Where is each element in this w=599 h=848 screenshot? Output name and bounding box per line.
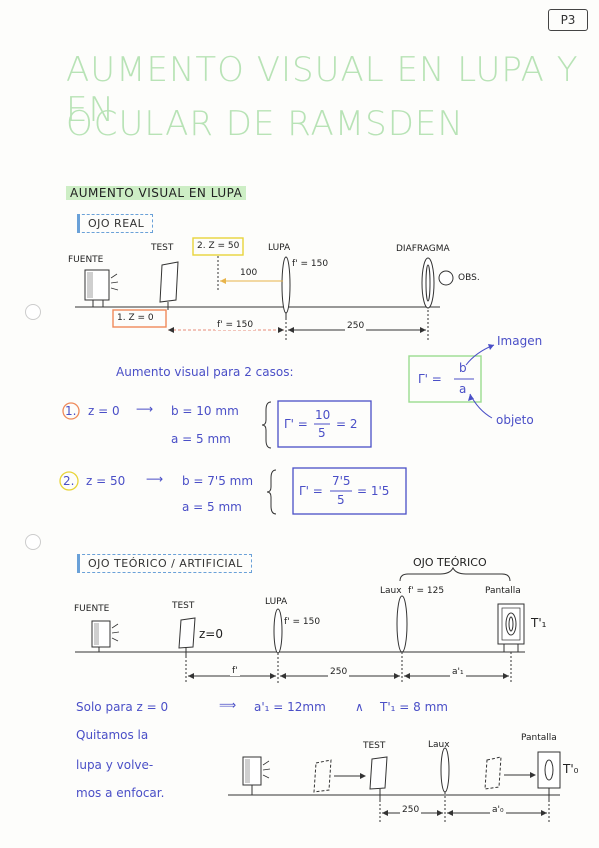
label-f-lupa-2: f' = 150 <box>284 617 321 627</box>
label-pantalla: Pantalla <box>485 586 521 596</box>
label-lupa-2: LUPA <box>265 597 288 607</box>
case2-arrow: ⟶ <box>146 472 164 486</box>
label-imagen: Imagen <box>497 334 543 348</box>
case2-frac-den: 5 <box>337 493 345 507</box>
case1-marker <box>62 402 80 420</box>
page-number-tag: P3 <box>548 9 588 31</box>
dim-250-label-2: 250 <box>328 667 350 677</box>
formula-num: b <box>459 361 467 375</box>
z2-box-frame <box>192 237 244 256</box>
label-diafragma: DIAFRAGMA <box>396 244 450 254</box>
label-f-laux: f' = 125 <box>408 586 445 596</box>
binder-hole <box>25 304 41 320</box>
label-t1: T'₁ <box>531 616 547 630</box>
section-heading: AUMENTO VISUAL EN LUPA <box>66 186 247 200</box>
case1-number: 1. <box>65 404 77 418</box>
case2-frac-num: 7'5 <box>332 474 351 488</box>
label-obs: OBS. <box>458 273 480 283</box>
dim-f-label-2: f' <box>230 666 240 676</box>
aumento-intro: Aumento visual para 2 casos: <box>116 365 294 379</box>
subheading-ojo-real: OJO REAL <box>77 214 154 233</box>
page-title-line1: AUMENTO VISUAL EN LUPA Y EN <box>66 50 579 130</box>
case2-lhs: Γ' = <box>299 484 323 498</box>
label-laux: Laux <box>380 586 402 596</box>
dim-a1-label: a'₁ <box>450 667 466 677</box>
case1-lhs: Γ' = <box>284 417 308 431</box>
quitamos-line2: lupa y volve- <box>76 758 154 772</box>
formula-lhs: Γ' = <box>418 372 442 386</box>
case1-a: a = 5 mm <box>171 432 231 446</box>
dim-f-label: f' = 150 <box>215 320 256 330</box>
label-t0: T'₀ <box>563 762 579 776</box>
formula-frame <box>408 355 482 403</box>
z1-box-label: 1. Z = 0 <box>117 313 154 323</box>
quitamos-line1: Quitamos la <box>76 728 149 742</box>
case1-frac-den: 5 <box>318 426 326 440</box>
case2-marker <box>59 471 79 491</box>
case2-result-frame <box>292 467 407 515</box>
dim-a0-label: a'₀ <box>490 805 506 815</box>
label-test-3: TEST <box>363 741 386 751</box>
subheading-ojo-teorico: OJO TEÓRICO / ARTIFICIAL <box>77 554 252 573</box>
formula-den: a <box>459 382 467 396</box>
label-test: TEST <box>151 243 174 253</box>
case1-result-frame <box>277 400 372 448</box>
dim-100-label: 100 <box>240 268 258 278</box>
label-fuente-2: FUENTE <box>74 604 110 614</box>
label-laux-3: Laux <box>428 740 450 750</box>
case2-number: 2. <box>63 474 75 488</box>
label-fuente: FUENTE <box>68 255 104 265</box>
page-title-line2: OCULAR DE RAMSDEN <box>66 104 464 144</box>
dim-250-label: 250 <box>345 321 367 331</box>
label-ojo-teorico: OJO TEÓRICO <box>413 556 487 569</box>
label-test-2: TEST <box>172 601 195 611</box>
case2-result: = 1'5 <box>357 484 390 498</box>
z1-box-frame <box>112 309 167 328</box>
case2-z: z = 50 <box>86 474 126 488</box>
case1-arrow: ⟶ <box>136 402 154 416</box>
label-z0: z=0 <box>199 627 223 641</box>
case1-b: b = 10 mm <box>171 404 239 418</box>
diafragma <box>421 257 435 309</box>
solo-text: Solo para z = 0 <box>76 700 169 714</box>
label-f-lupa: f' = 150 <box>292 259 329 269</box>
label-lupa: LUPA <box>268 243 291 253</box>
case2-b: b = 7'5 mm <box>182 474 254 488</box>
lupa-lens <box>281 256 291 314</box>
binder-hole <box>25 534 41 550</box>
label-objeto: objeto <box>496 413 534 427</box>
observer-eye <box>438 270 454 286</box>
case1-result: = 2 <box>336 417 358 431</box>
case1-z: z = 0 <box>88 404 120 418</box>
a1-value: a'₁ = 12mm <box>254 700 326 714</box>
dim-250-label-3: 250 <box>400 805 422 815</box>
quitamos-line3: mos a enfocar. <box>76 786 165 800</box>
implies-arrow: ⟹ <box>219 698 237 712</box>
fuente-rays <box>110 273 119 291</box>
and-symbol: ∧ <box>355 700 364 714</box>
label-pantalla-3: Pantalla <box>521 733 557 743</box>
test-plate <box>159 261 179 303</box>
z2-box-label: 2. Z = 50 <box>197 241 240 251</box>
t1-value: T'₁ = 8 mm <box>380 700 448 714</box>
case2-a: a = 5 mm <box>182 500 242 514</box>
case1-frac-num: 10 <box>315 408 331 422</box>
fuente-shade <box>87 272 93 298</box>
